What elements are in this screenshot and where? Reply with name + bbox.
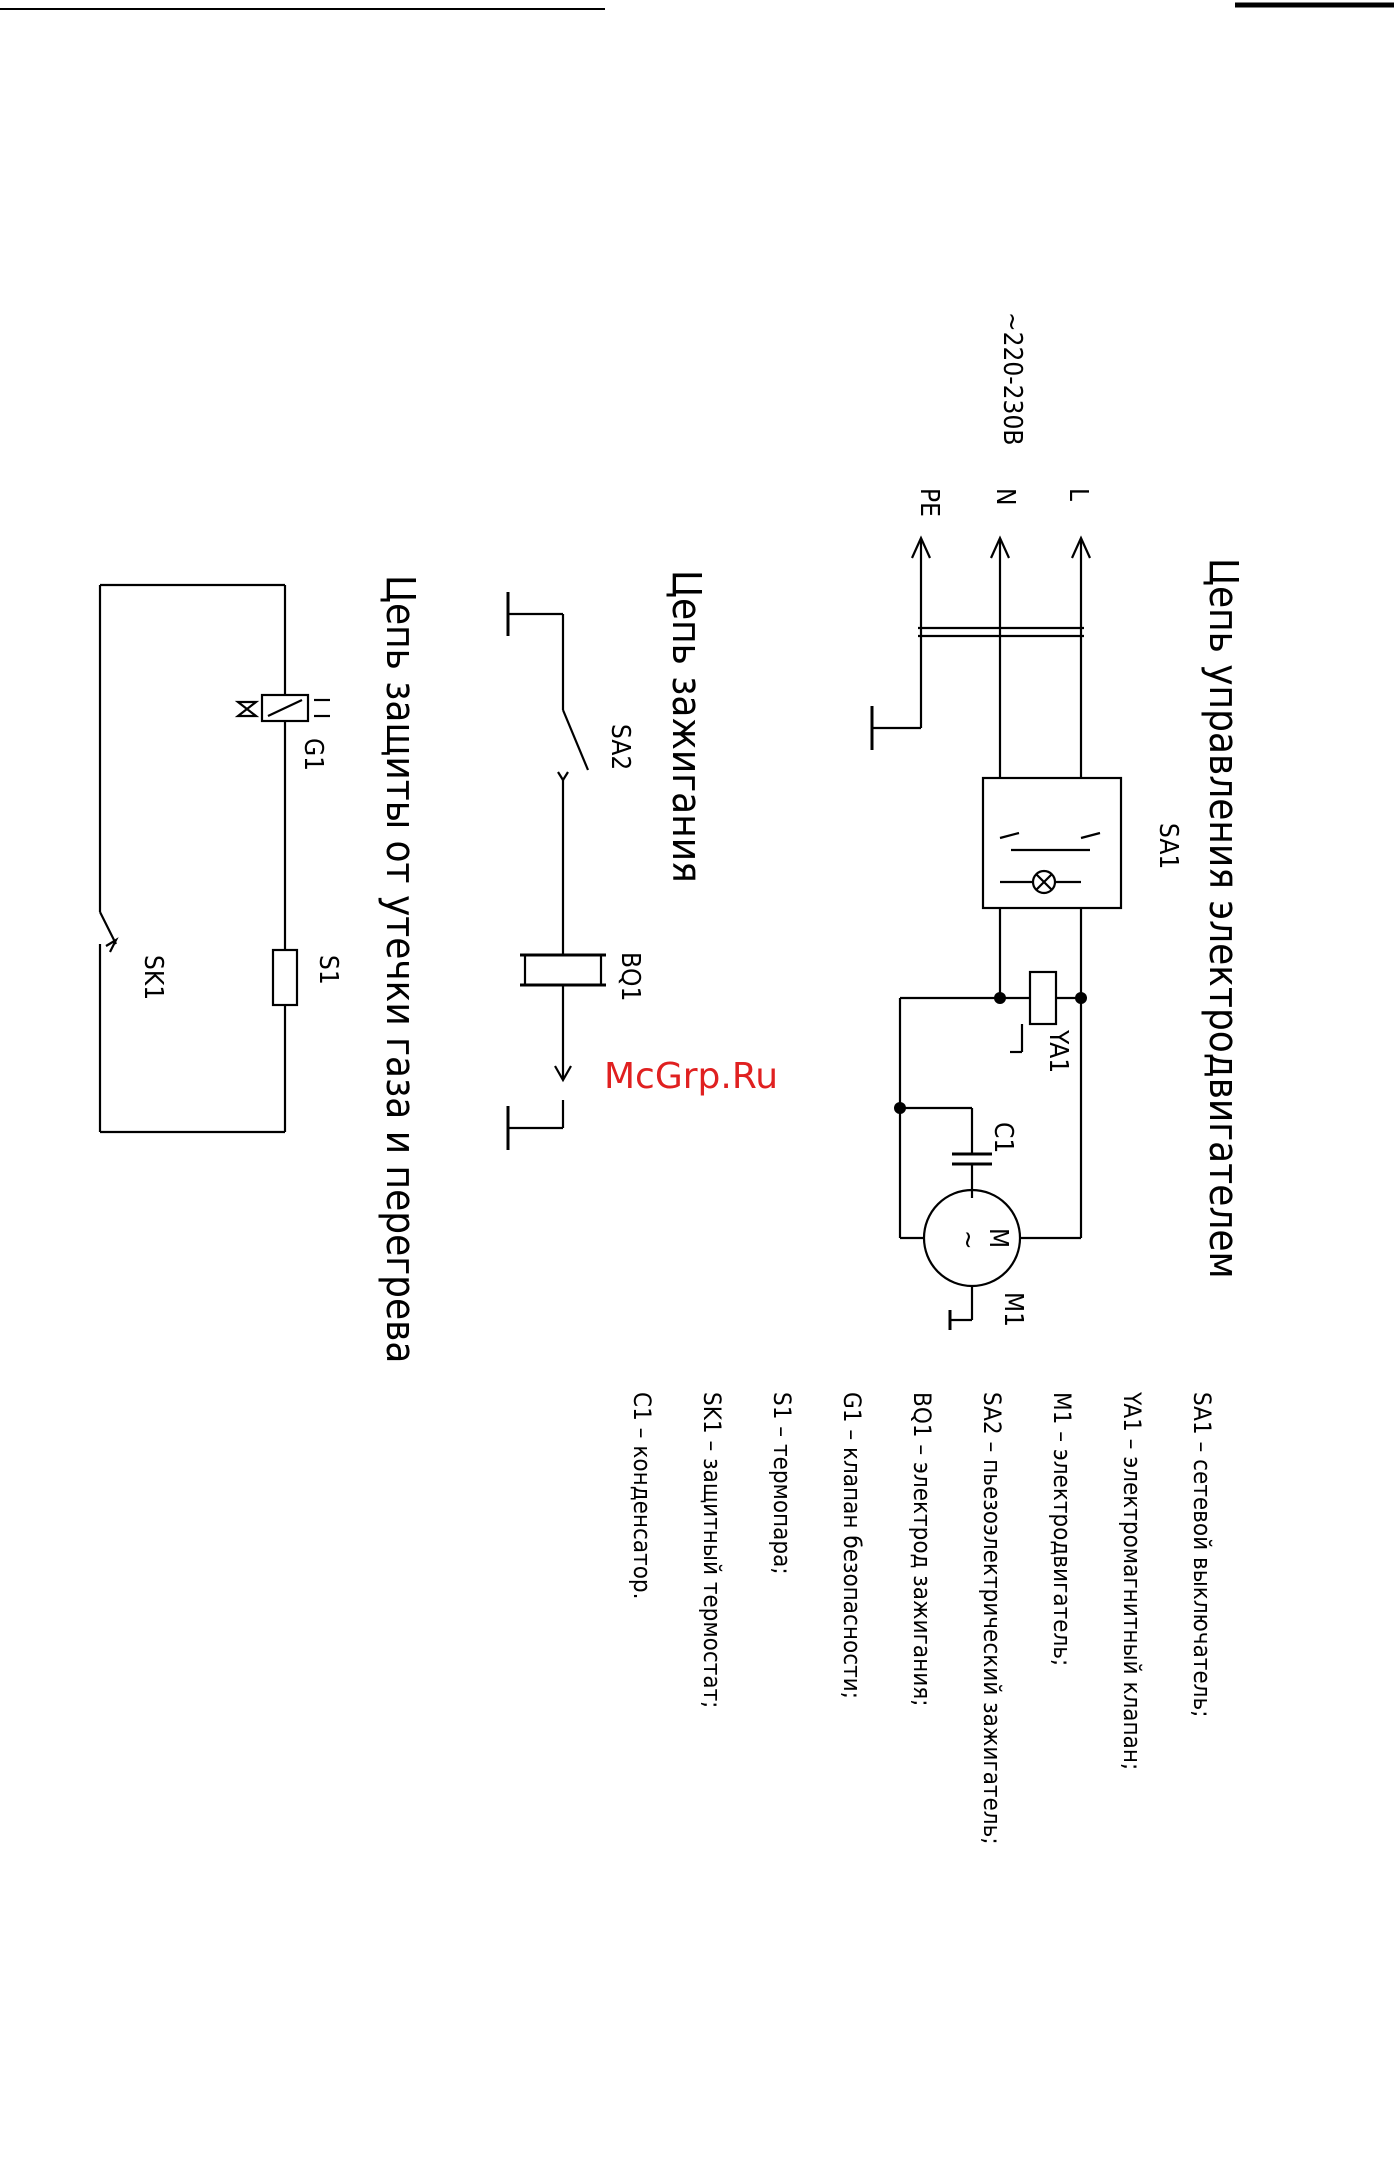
BQ1-label: BQ1	[615, 952, 645, 1001]
SA2-label: SA2	[605, 724, 635, 770]
component-legend: SA1 – сетевой выключатель; YA1 – электро…	[628, 1391, 1216, 1845]
motor-control-circuit: ~220-230В L N PE SA1	[870, 312, 1246, 1330]
title-protection: Цепь защиты от утечки газа и перегрева	[377, 575, 423, 1363]
SK1-contact	[105, 937, 119, 953]
legend-item: SK1 – защитный термостат;	[698, 1392, 726, 1708]
legend-item: SA1 – сетевой выключатель;	[1188, 1392, 1216, 1717]
legend-item: M1 – электродвигатель;	[1048, 1392, 1076, 1666]
watermark: McGrp.Ru	[604, 1056, 779, 1097]
terminal-PE-arrow	[910, 535, 932, 559]
SA1-contact	[999, 831, 1020, 840]
switch-SA2	[561, 709, 590, 771]
YA1-label: YA1	[1043, 1029, 1073, 1073]
motor-M-symbol: M	[983, 1228, 1013, 1248]
C1-label: C1	[988, 1122, 1018, 1153]
terminal-N-arrow	[989, 535, 1011, 559]
switch-SA1	[981, 776, 1123, 910]
supply-L-label: L	[1063, 488, 1093, 501]
spark-arrow	[554, 1065, 572, 1083]
thermocouple-S1	[271, 948, 299, 1007]
SA2-contact	[557, 771, 569, 783]
SK1-label: SK1	[138, 955, 168, 1000]
M1-label: M1	[998, 1292, 1028, 1327]
protection-circuit: Цепь защиты от утечки газа и перегрева G…	[98, 575, 423, 1363]
supply-PE-label: PE	[914, 488, 944, 517]
title-motor-control: Цепь управления электродвигателем	[1200, 558, 1246, 1279]
thermostat-SK1	[99, 911, 117, 945]
legend-item: G1 – клапан безопасности;	[838, 1392, 866, 1699]
ignition-circuit: Цепь зажигания SA2 BQ1	[506, 570, 709, 1150]
S1-label: S1	[313, 955, 343, 985]
title-ignition: Цепь зажигания	[663, 570, 709, 883]
SA1-contact	[1080, 831, 1101, 840]
legend-item: SA2 – пьезоэлектрический зажигатель;	[978, 1392, 1006, 1845]
G1-label: G1	[298, 738, 328, 771]
legend-item: YA1 – электромагнитный клапан;	[1118, 1391, 1146, 1770]
legend-item: C1 – конденсатор.	[628, 1392, 656, 1599]
G1-valve-symbol	[234, 700, 260, 718]
SA1-label: SA1	[1153, 823, 1183, 869]
electrode-BQ1	[523, 953, 603, 987]
legend-item: S1 – термопара;	[768, 1392, 796, 1575]
legend-item: BQ1 – электрод зажигания;	[908, 1392, 936, 1706]
terminal-L-arrow	[1070, 535, 1092, 559]
supply-N-label: N	[990, 488, 1020, 506]
valve-YA1	[1028, 970, 1058, 1026]
lamp-icon	[1035, 873, 1053, 891]
supply-voltage-label: ~220-230В	[997, 312, 1027, 445]
motor-tilde-symbol: ~	[953, 1230, 983, 1250]
G1-coil-mark	[267, 699, 303, 717]
